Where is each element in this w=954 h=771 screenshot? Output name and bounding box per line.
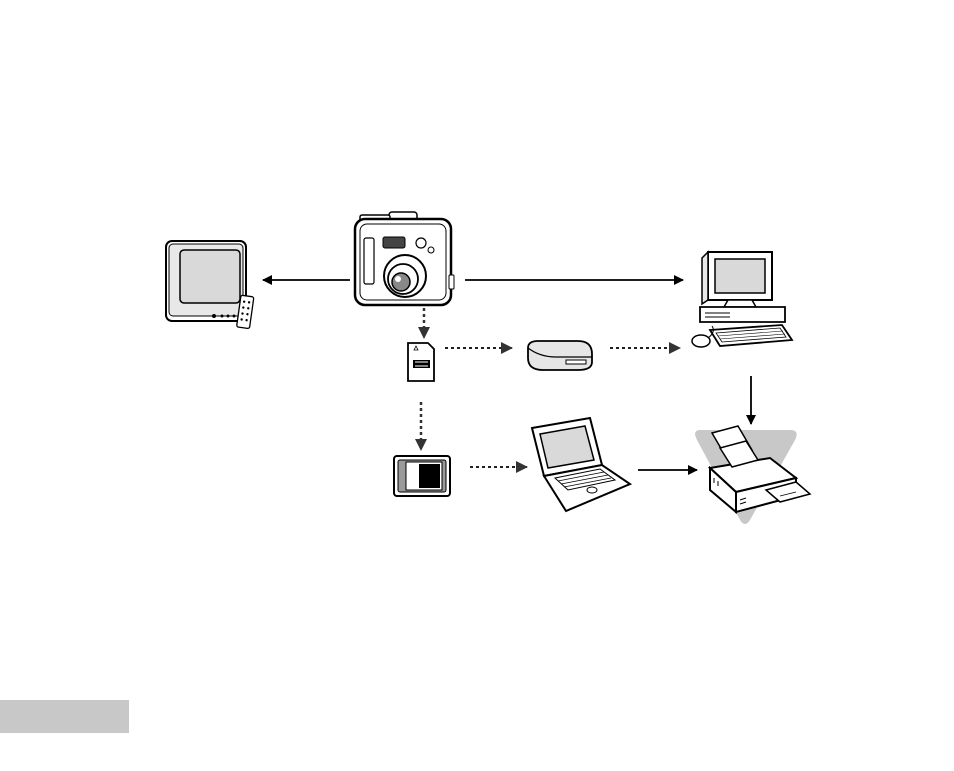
desktop-computer-icon bbox=[692, 252, 792, 347]
digital-camera-icon bbox=[355, 212, 454, 305]
page-number-tab bbox=[0, 700, 129, 733]
printer-icon bbox=[695, 426, 810, 524]
laptop-icon bbox=[532, 418, 630, 511]
television-icon bbox=[166, 241, 254, 329]
sd-card-icon bbox=[408, 343, 434, 381]
card-reader-icon bbox=[528, 341, 592, 370]
card-adapter-icon bbox=[394, 456, 450, 496]
